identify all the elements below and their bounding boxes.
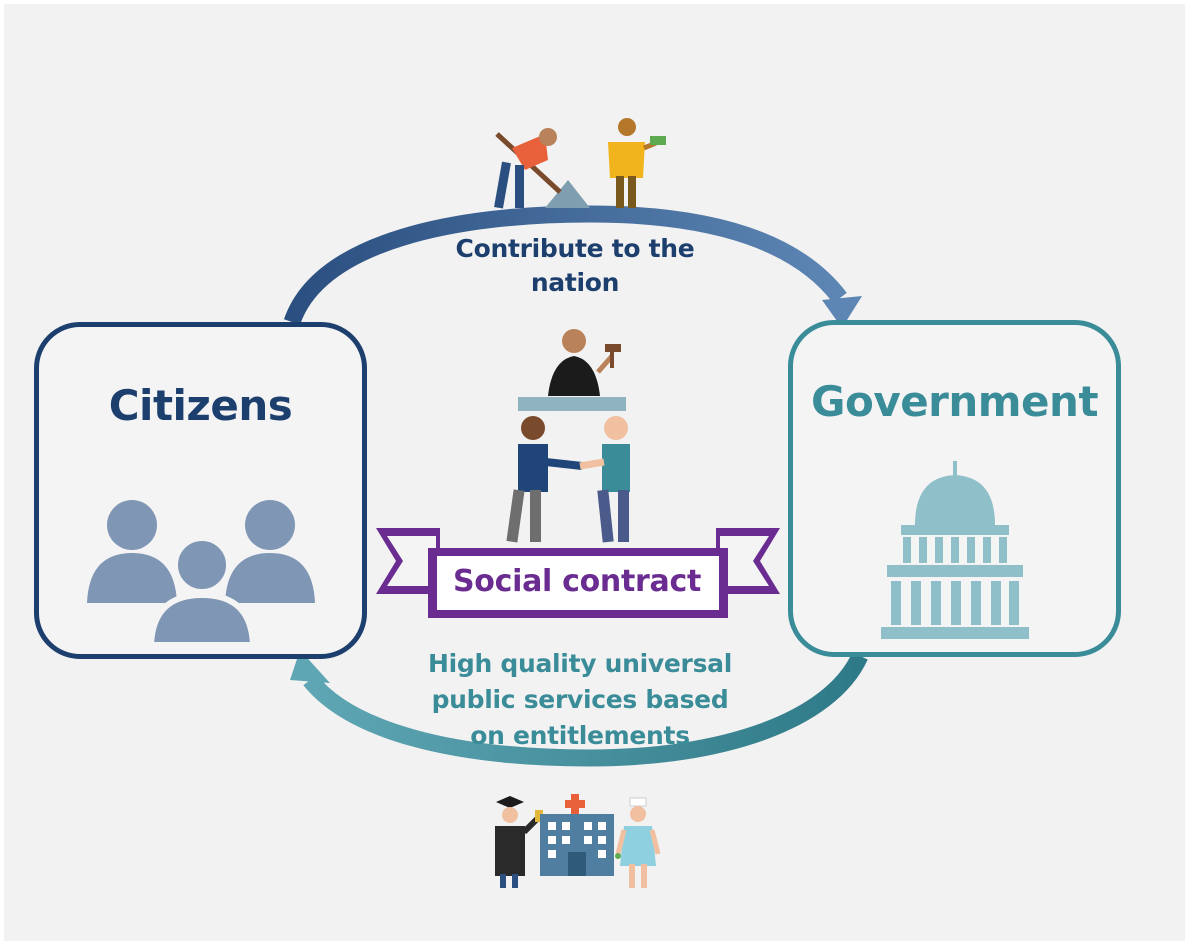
- judge-gavel-icon: [518, 329, 626, 411]
- social-contract-label: Social contract: [452, 564, 701, 599]
- services-caption-line: High quality universal: [427, 649, 732, 678]
- government-title: Government: [810, 377, 1099, 426]
- services-caption: High quality universal public services b…: [400, 646, 760, 754]
- worker-digging-icon: [494, 128, 590, 209]
- social-contract-banner: [376, 528, 780, 618]
- services-caption-line: on entitlements: [470, 721, 690, 750]
- contribute-caption: Contribute to the nation: [430, 232, 720, 300]
- contribute-caption-line: Contribute to the: [455, 234, 695, 263]
- person-paying-icon: [608, 118, 666, 208]
- government-box: Government: [788, 320, 1121, 657]
- contribute-caption-line: nation: [530, 268, 620, 297]
- handshake-icon: [506, 416, 630, 543]
- graduate-icon: [495, 796, 543, 888]
- people-group-icon: [87, 500, 315, 648]
- nurse-icon: [615, 797, 661, 888]
- hospital-icon: [540, 794, 614, 876]
- services-caption-line: public services based: [431, 685, 729, 714]
- arrowhead-right-icon: [822, 296, 862, 328]
- capitol-building-icon: [881, 461, 1029, 639]
- citizens-box: Citizens: [34, 322, 367, 659]
- contribute-arrow: [283, 205, 862, 328]
- citizens-title: Citizens: [108, 381, 293, 430]
